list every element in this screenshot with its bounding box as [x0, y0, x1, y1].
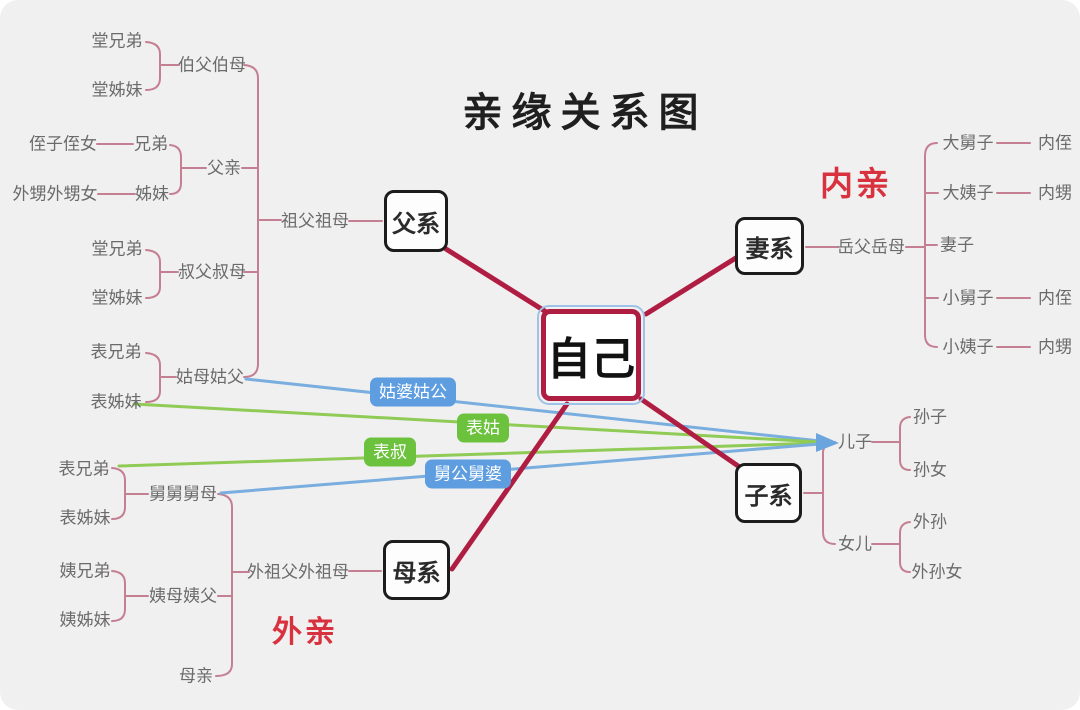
branch-wife[interactable]: 妻系: [735, 217, 804, 275]
node-paternal-aunt-daughter[interactable]: 表姊妹: [90, 392, 142, 412]
node-grandson[interactable]: 孙子: [913, 407, 947, 427]
tree-connectors: [96, 41, 1031, 677]
edge-son-grandchildren: [871, 416, 911, 471]
node-younger-uncle-daughter[interactable]: 堂姊妹: [91, 288, 143, 308]
arrow-head-icon: [816, 433, 839, 452]
node-younger-sister-in-law[interactable]: 小姨子: [942, 337, 994, 357]
edge-father-siblings: [169, 144, 207, 195]
link-self-wife: [643, 253, 742, 317]
node-maternal-aunt-son[interactable]: 姨兄弟: [59, 561, 111, 581]
node-mother[interactable]: 母亲: [179, 666, 213, 686]
node-younger-uncle[interactable]: 叔父叔母: [178, 262, 246, 282]
node-wife[interactable]: 妻子: [940, 235, 974, 255]
node-sister[interactable]: 姊妹: [135, 184, 169, 204]
node-younger-sister-in-law-child[interactable]: 内甥: [1038, 337, 1072, 357]
branch-paternal[interactable]: 父系: [384, 190, 448, 252]
node-younger-brother-in-law-child[interactable]: 内侄: [1038, 288, 1072, 308]
node-father[interactable]: 父亲: [207, 158, 241, 178]
link-biaoshu: [117, 441, 822, 468]
edge-maternal-aunt-children: [111, 570, 149, 622]
node-paternal-aunt[interactable]: 姑母姑父: [176, 367, 244, 387]
link-self-children: [638, 396, 744, 471]
diagram-title: 亲缘关系图: [462, 91, 708, 135]
node-maternal-granddaughter[interactable]: 外孙女: [911, 562, 963, 582]
node-younger-brother-in-law[interactable]: 小舅子: [942, 288, 994, 308]
edge-elder-uncle-children: [145, 41, 180, 91]
edge-younger-uncle-children: [145, 249, 179, 299]
node-maternal-grandson[interactable]: 外孙: [913, 512, 947, 532]
node-maternal-aunt[interactable]: 姨母姨父: [149, 586, 217, 606]
link-self-maternal: [449, 401, 570, 572]
node-elder-uncle[interactable]: 伯父伯母: [178, 55, 246, 75]
node-son[interactable]: 儿子: [838, 432, 872, 452]
region-label-outer: 外亲: [272, 616, 338, 649]
edge-grandparents-bracket: [241, 64, 282, 378]
edge-paternal-aunt-children: [145, 352, 177, 403]
node-maternal-uncle-son[interactable]: 表兄弟: [58, 459, 110, 479]
node-parents-in-law[interactable]: 岳父岳母: [837, 237, 905, 257]
edge-children-bracket: [803, 441, 836, 545]
node-maternal-aunt-daughter[interactable]: 姨姊妹: [59, 610, 111, 630]
node-sister-children[interactable]: 外甥外甥女: [12, 184, 98, 204]
node-maternal-grandparents[interactable]: 外祖父外祖母: [247, 562, 349, 582]
node-elder-sister-in-law[interactable]: 大姨子: [942, 183, 994, 203]
node-elder-sister-in-law-child[interactable]: 内甥: [1038, 183, 1072, 203]
node-elder-brother-in-law[interactable]: 大舅子: [942, 133, 994, 153]
node-paternal-aunt-son[interactable]: 表兄弟: [90, 342, 142, 362]
pill-gupo-gugong[interactable]: 姑婆姑公: [370, 377, 456, 407]
node-grandparents[interactable]: 祖父祖母: [281, 211, 349, 231]
link-gupo-gugong: [244, 377, 822, 443]
edge-maternal-uncle-children: [111, 467, 149, 520]
link-self-paternal: [443, 246, 554, 318]
pill-jiugong-jiupo[interactable]: 舅公舅婆: [425, 459, 511, 489]
self-node[interactable]: 自己: [541, 309, 641, 401]
region-label-inner: 内亲: [820, 165, 892, 202]
branch-children[interactable]: 子系: [735, 463, 802, 523]
node-elder-brother-in-law-child[interactable]: 内侄: [1038, 133, 1072, 153]
main-links: [443, 246, 744, 572]
branch-maternal[interactable]: 母系: [383, 540, 450, 600]
node-brother[interactable]: 兄弟: [134, 134, 168, 154]
node-granddaughter[interactable]: 孙女: [913, 460, 947, 480]
node-elder-uncle-son[interactable]: 堂兄弟: [91, 31, 143, 51]
edge-inlaws-bracket: [905, 142, 939, 348]
node-elder-uncle-daughter[interactable]: 堂姊妹: [91, 80, 143, 100]
pill-biaogu[interactable]: 表姑: [457, 413, 509, 443]
node-maternal-uncle[interactable]: 舅舅舅母: [149, 484, 217, 504]
node-younger-uncle-son[interactable]: 堂兄弟: [91, 239, 143, 259]
node-brother-children[interactable]: 侄子侄女: [29, 134, 97, 154]
node-daughter[interactable]: 女儿: [838, 534, 872, 554]
self-node-selection: 自己: [537, 305, 645, 405]
node-maternal-uncle-daughter[interactable]: 表姊妹: [59, 508, 111, 528]
edge-daughter-grandchildren: [871, 521, 911, 573]
edge-maternal-grandparents-bracket: [215, 493, 250, 677]
pill-biaoshu[interactable]: 表叔: [364, 437, 416, 467]
